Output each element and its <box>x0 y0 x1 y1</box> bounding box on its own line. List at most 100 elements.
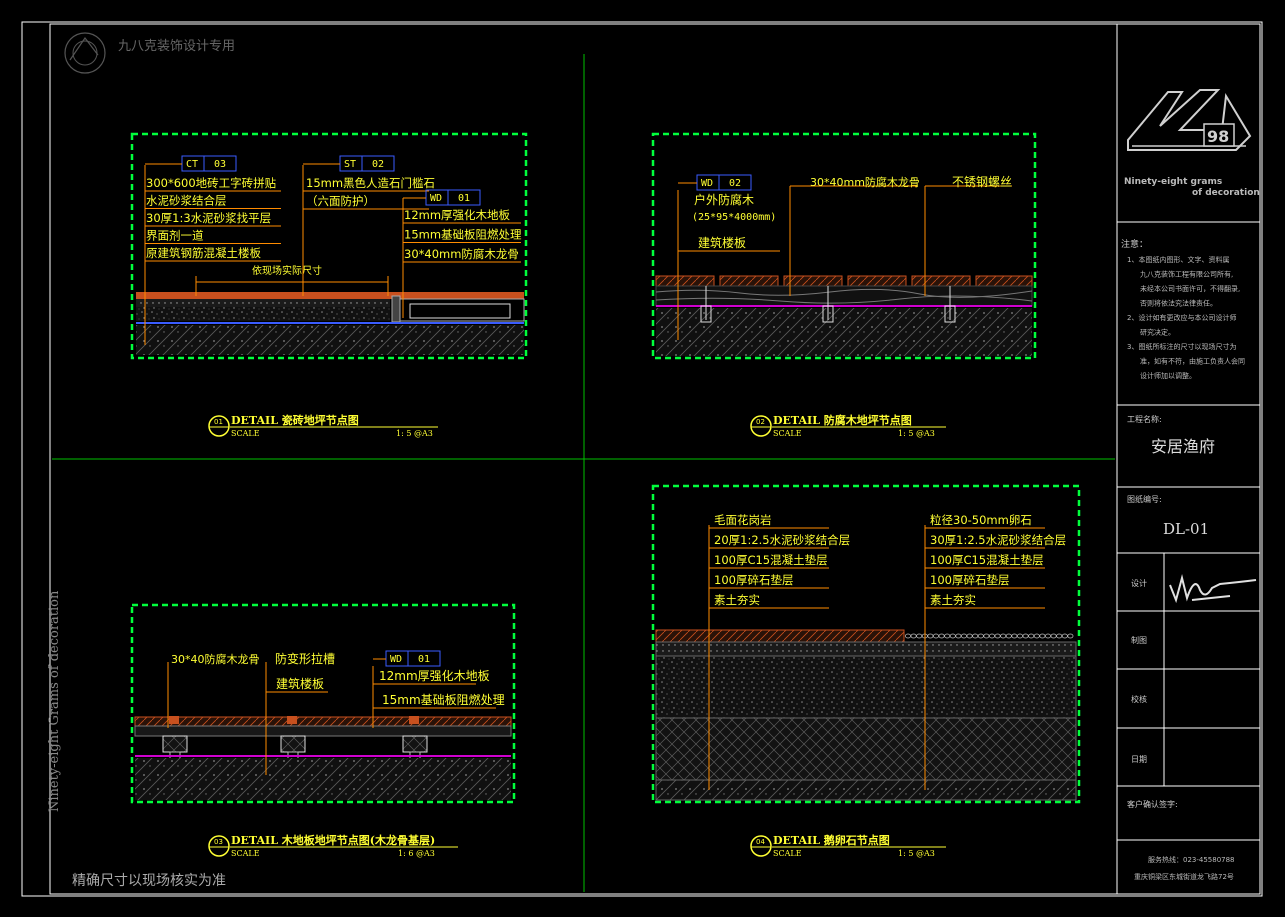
note-line: 九八克装饰工程有限公司所有, <box>1140 270 1233 279</box>
label-groove: 防变形拉槽 <box>275 651 335 666</box>
deck-board <box>975 275 1033 287</box>
logo-text-1: Ninety-eight grams <box>1124 177 1222 187</box>
pebble <box>905 633 912 639</box>
svg-text:02: 02 <box>756 418 765 426</box>
pebble <box>949 633 956 639</box>
pebble <box>1061 633 1068 639</box>
svg-text:SCALE: SCALE <box>231 429 260 438</box>
svg-text:ST: ST <box>344 159 356 170</box>
svg-text:SCALE: SCALE <box>231 849 260 858</box>
label-keel: 30*40防腐木龙骨 <box>171 652 260 666</box>
detail-01-title: 01 DETAIL 瓷砖地坪节点图 SCALE 1: 5 @A3 <box>208 413 438 438</box>
keel-block <box>162 735 188 753</box>
layer-label: 300*600地砖工字砖拼贴 <box>146 176 277 190</box>
layer-label: 100厚碎石垫层 <box>714 573 793 587</box>
design-label: 设计 <box>1131 578 1147 588</box>
bottom-note: 精确尺寸以现场核实为准 <box>72 873 226 889</box>
note-line: 设计师加以调整。 <box>1140 371 1196 380</box>
layer-label: 素土夯实 <box>930 593 976 607</box>
groove-mark <box>169 716 179 724</box>
deck-board <box>719 275 779 287</box>
joist-grain <box>655 288 1033 298</box>
pebble <box>1067 633 1074 639</box>
pebble <box>966 633 973 639</box>
pebble <box>1000 633 1007 639</box>
project-label: 工程名称: <box>1127 414 1162 424</box>
joist-grain <box>655 295 1033 304</box>
svg-text:03: 03 <box>214 159 226 170</box>
ref-tag-wd-03: WD 01 <box>373 650 441 667</box>
svg-text:WD: WD <box>390 654 402 665</box>
note-line: 准，如有不符，由施工负责人会同 <box>1140 357 1245 366</box>
ref-tag-ct: CT 03 <box>145 155 237 172</box>
svg-text:DETAIL 瓷砖地坪节点图: DETAIL 瓷砖地坪节点图 <box>231 413 359 427</box>
deck-board <box>847 275 907 287</box>
designer-signature-icon <box>1169 574 1257 604</box>
svg-text:01: 01 <box>458 193 470 204</box>
layer-label: 100厚C15混凝土垫层 <box>930 553 1044 567</box>
deck-board <box>783 275 843 287</box>
gravel-layer <box>655 717 1077 781</box>
inner-frame <box>49 23 1261 895</box>
detail-04-left-labels: 毛面花岗岩20厚1:2.5水泥砂浆结合层100厚C15混凝土垫层100厚碎石垫层… <box>709 513 850 609</box>
logo-brand-number: 98 <box>1207 127 1229 146</box>
detail-02: WD 02 户外防腐木 (25*95*4000mm) 建筑楼板 30*40mm防… <box>651 132 1037 438</box>
svg-text:1: 5 @A3: 1: 5 @A3 <box>898 429 935 438</box>
layer-label: 12mm厚强化木地板 <box>404 208 511 222</box>
label-base-board: 15mm基础板阻燃处理 <box>382 692 505 707</box>
company-logo-icon: 98 <box>1127 89 1252 151</box>
title-block: 98 Ninety-eight grams of decoration 注意： … <box>1117 89 1260 881</box>
layer-label: 15mm黑色人造石门槛石 <box>306 176 435 190</box>
base-board-layer <box>134 725 512 737</box>
pebble <box>1039 633 1046 639</box>
pebble <box>994 633 1001 639</box>
pebble <box>1056 633 1063 639</box>
pebble <box>1011 633 1018 639</box>
label-screw: 不锈钢螺丝 <box>952 175 1012 189</box>
wood-keel <box>409 303 511 319</box>
groove-mark <box>287 716 297 724</box>
pebble <box>910 633 917 639</box>
label-slab: 建筑楼板 <box>276 676 324 691</box>
detail-04-right-labels: 粒径30-50mm卵石30厚1:2.5水泥砂浆结合层100厚C15混凝土垫层10… <box>925 513 1066 609</box>
detail-03-frame <box>130 603 516 804</box>
pebble <box>961 633 968 639</box>
svg-text:SCALE: SCALE <box>773 849 802 858</box>
svg-text:DETAIL 鹅卵石节点图: DETAIL 鹅卵石节点图 <box>773 833 890 847</box>
pebble <box>1017 633 1024 639</box>
detail-04-frame <box>651 484 1081 804</box>
layer-label: 100厚C15混凝土垫层 <box>714 553 828 567</box>
svg-text:04: 04 <box>756 838 765 846</box>
detail-02-frame <box>651 132 1037 360</box>
detail-03: 30*40防腐木龙骨 防变形拉槽 建筑楼板 WD 01 12mm厚强化木地板 1… <box>130 603 516 858</box>
pebble-layer <box>905 633 1074 639</box>
mortar-layer <box>136 299 390 307</box>
pebble <box>916 633 923 639</box>
detail-01-left-labels: 300*600地砖工字砖拼贴水泥砂浆结合层30厚1:3水泥砂浆找平层界面剂一道原… <box>145 176 281 262</box>
wood-keels <box>162 716 428 773</box>
watermark-logo-icon <box>64 32 106 74</box>
slab <box>135 758 511 800</box>
pebble <box>1033 633 1040 639</box>
layer-label: 100厚碎石垫层 <box>930 573 1009 587</box>
layer-label: 15mm基础板阻燃处理 <box>404 228 522 242</box>
hotline: 服务热线：023-45580788 <box>1148 855 1235 864</box>
ref-tag-st: ST 02 <box>303 155 395 172</box>
threshold-stone <box>391 295 401 323</box>
svg-text:02: 02 <box>372 159 384 170</box>
note-line: 3、图纸所标注的尺寸以现场尺寸为 <box>1127 342 1236 351</box>
detail-01-mid-labels: 15mm黑色人造石门槛石 （六面防护） <box>303 176 435 210</box>
pebble <box>1028 633 1035 639</box>
pebble <box>983 633 990 639</box>
soil-layer <box>655 779 1077 801</box>
pebble <box>977 633 984 639</box>
layer-label: （六面防护） <box>306 194 375 208</box>
project-name: 安居渔府 <box>1151 437 1215 456</box>
layer-label: 30厚1:2.5水泥砂浆结合层 <box>930 533 1066 547</box>
notes-label: 注意： <box>1121 238 1148 250</box>
svg-text:1: 6 @A3: 1: 6 @A3 <box>398 849 435 858</box>
label-wood-size: (25*95*4000mm) <box>692 212 776 223</box>
svg-text:02: 02 <box>729 178 741 189</box>
